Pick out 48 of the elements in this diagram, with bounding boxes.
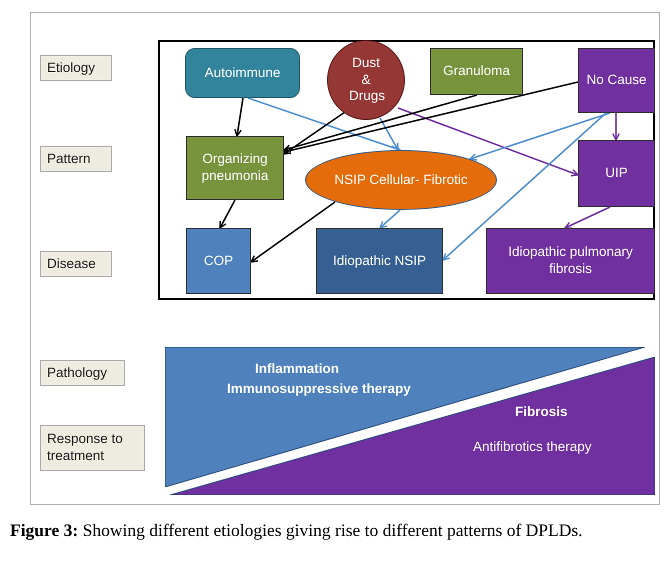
node-text: Immunosuppressive therapy	[227, 381, 411, 398]
arrow	[379, 209, 401, 229]
node-text: No Cause	[586, 72, 647, 89]
node-text: Idiopathic NSIP	[332, 252, 426, 270]
node-text: Organizing pneumonia	[200, 151, 270, 185]
disease-box	[316, 228, 443, 294]
node-text: Fibrosis	[515, 404, 568, 421]
arrow	[398, 107, 579, 176]
node-text: Response to treatment	[47, 431, 124, 465]
node-text: NSIP Cellular- Fibrotic	[334, 172, 468, 188]
node-text: Idiopathic pulmonary fibrosis	[507, 244, 634, 278]
figure-caption: Figure 3: Showing different etiologies giving rise to different patterns of DPLDs.	[10, 520, 584, 542]
node-text: Antifibrotics therapy	[473, 439, 592, 456]
node-text: Inflammation	[255, 361, 340, 378]
node-text: Granuloma	[443, 63, 510, 80]
disease-box	[186, 228, 251, 294]
row-label-box	[40, 360, 125, 386]
node-text: COP	[204, 252, 234, 270]
node-text: UIP	[605, 165, 628, 182]
node-text: Pathology	[47, 364, 108, 382]
arrow	[379, 118, 399, 151]
node-text: Disease	[47, 256, 96, 272]
cause-circle	[327, 40, 405, 120]
node-text: Autoimmune	[204, 64, 280, 82]
arrow	[250, 201, 336, 263]
node-text: Etiology	[47, 60, 96, 76]
arrow	[612, 113, 620, 141]
arrow	[564, 206, 610, 229]
arrow	[442, 112, 607, 261]
row-label-box	[40, 425, 145, 471]
row-label-box	[40, 146, 112, 172]
cause-box	[185, 48, 300, 98]
arrow	[283, 94, 478, 152]
pattern-box	[578, 140, 655, 207]
cause-box	[430, 48, 523, 95]
disease-box	[486, 228, 655, 294]
arrow	[234, 98, 244, 137]
row-label-box	[40, 55, 112, 81]
arrow	[469, 112, 610, 161]
arrow	[248, 97, 401, 152]
arrow	[219, 200, 236, 229]
node-text: Dust & Drugs	[349, 54, 383, 106]
arrow	[283, 81, 578, 154]
node-text: Pattern	[47, 150, 91, 168]
row-label-box	[40, 251, 112, 277]
arrow	[283, 111, 346, 155]
pattern-box	[186, 136, 284, 200]
cause-box	[578, 48, 655, 113]
